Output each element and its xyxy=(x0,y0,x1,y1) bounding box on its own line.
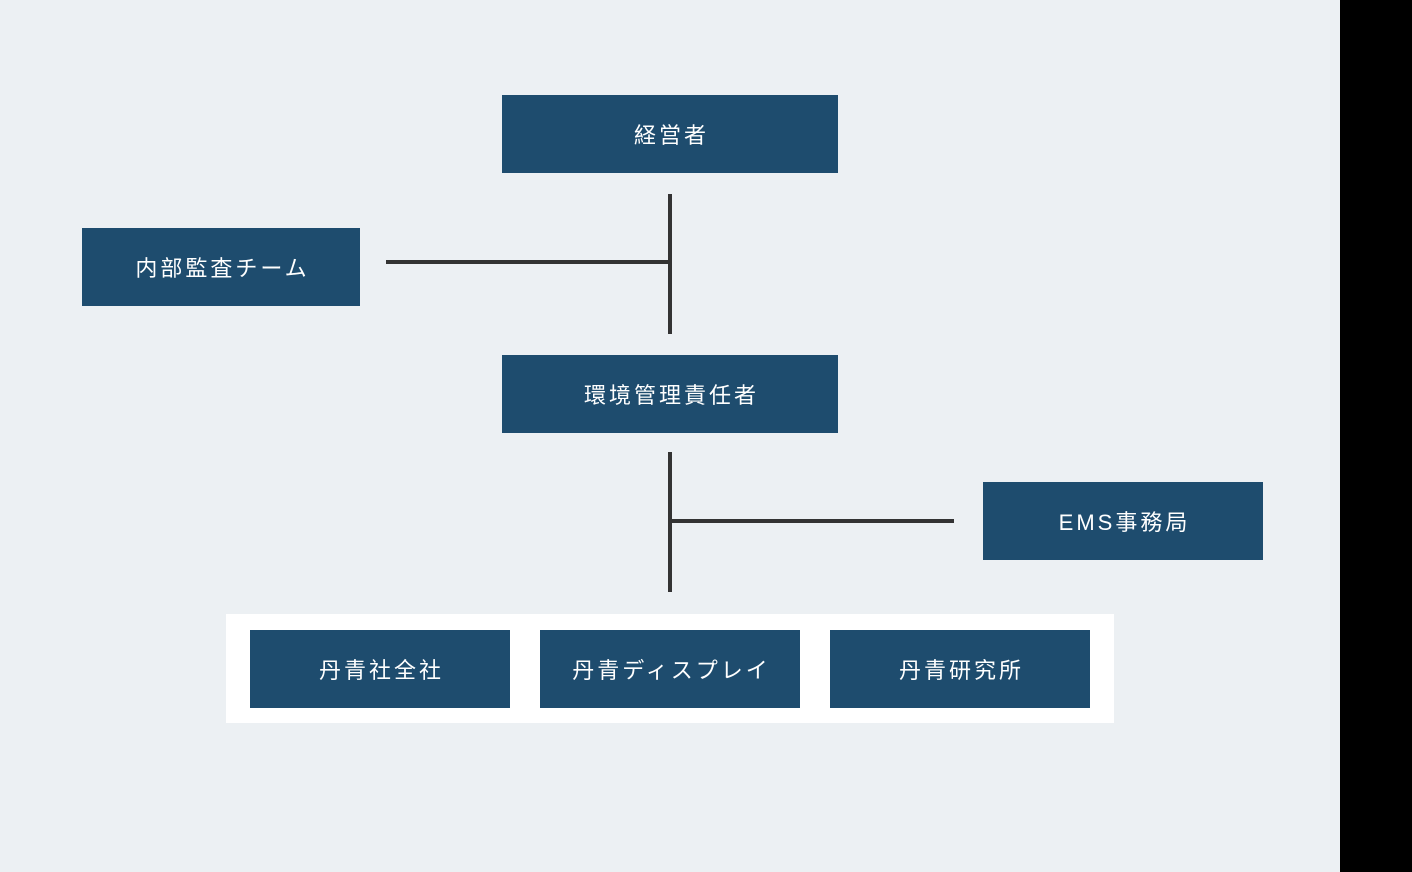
org-node-tanseisha-all: 丹青社全社 xyxy=(250,630,510,708)
org-node-internal-audit: 内部監査チーム xyxy=(82,228,360,306)
org-node-ems-office: EMS事務局 xyxy=(983,482,1263,560)
org-node-tansei-institute: 丹青研究所 xyxy=(830,630,1090,708)
group-companies-container: 丹青社全社 丹青ディスプレイ 丹青研究所 xyxy=(226,614,1114,723)
org-node-executive: 経営者 xyxy=(502,95,838,173)
connector-executive-to-env-manager xyxy=(668,194,672,334)
org-node-env-manager: 環境管理責任者 xyxy=(502,355,838,433)
right-black-strip xyxy=(1340,0,1412,872)
connector-ems-office-branch xyxy=(668,519,954,523)
connector-internal-audit-branch xyxy=(386,260,672,264)
org-node-tansei-display: 丹青ディスプレイ xyxy=(540,630,800,708)
